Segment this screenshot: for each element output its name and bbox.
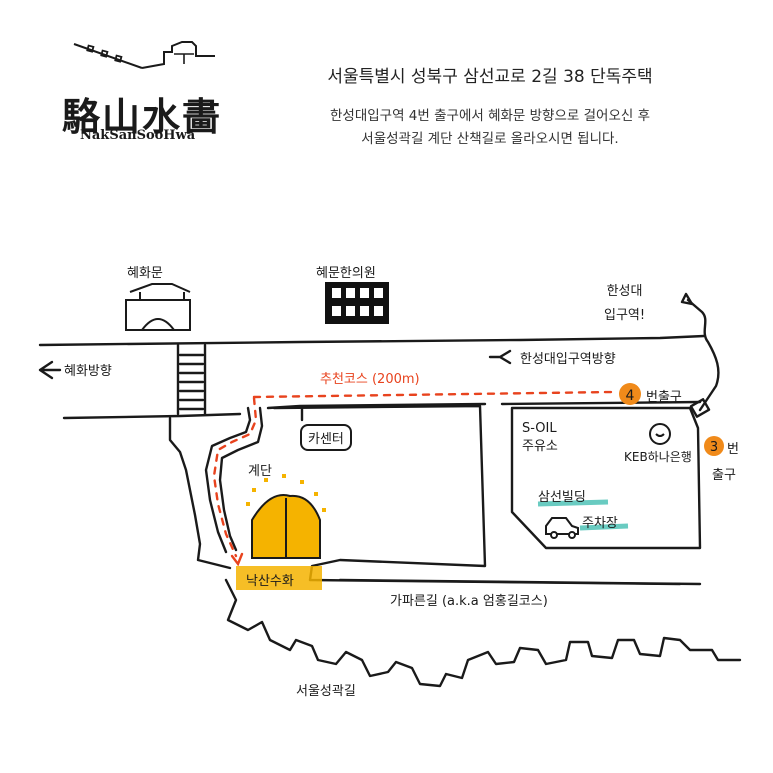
label-clinic: 혜문한의원 — [316, 266, 376, 281]
label-stairs: 계단 — [248, 464, 272, 479]
label-seongwak-road: 서울성곽길 — [296, 684, 356, 699]
label-samseon-building: 삼선빌딩 — [538, 490, 586, 505]
label-to-hansung: 한성대입구역방향 — [520, 352, 616, 367]
label-naksan-suhwa: 낙산수화 — [246, 574, 294, 589]
label-hyehwamun: 혜화문 — [127, 266, 163, 281]
label-recommended-course: 추천코스 (200m) — [320, 372, 420, 387]
label-gapareun-road: 가파른길 (a.k.a 엄홍길코스) — [390, 594, 548, 609]
directions-line-2: 서울성곽길 계단 산책길로 올라오시면 됩니다. — [361, 131, 619, 147]
logo-fortress-icon — [73, 41, 215, 69]
hyehwamun-gate-icon — [125, 283, 191, 331]
exit4-number: 4 — [626, 388, 635, 404]
seongwak-wall — [224, 578, 742, 688]
car-icon — [545, 517, 579, 539]
logo-roman: NakSanSooHwa — [80, 128, 196, 143]
exit3-badge — [704, 436, 724, 456]
label-soil: S-OIL 주유소 — [522, 421, 558, 454]
block-soil — [510, 406, 702, 550]
clinic-building-icon — [325, 282, 389, 324]
label-hansung-station: 한성대 입구역! — [604, 284, 646, 323]
label-exit3-a: 번 — [727, 442, 739, 457]
naksan-label-highlight — [236, 566, 322, 590]
route-stairs-dashed — [212, 396, 258, 558]
label-keb: KEB하나은행 — [624, 450, 692, 464]
label-parking: 주차장 — [582, 516, 618, 531]
label-exit4: 번출구 — [646, 390, 682, 405]
main-road-top-edge — [38, 334, 706, 347]
naksan-suhwa-building-icon — [246, 474, 326, 559]
exit3-number: 3 — [710, 440, 718, 455]
label-to-hyehwa: 혜화방향 — [64, 364, 112, 379]
label-exit3-b: 출구 — [712, 468, 736, 483]
exit4-badge — [619, 383, 641, 405]
label-car-center: 카센터 — [300, 424, 352, 451]
route-main-dashed — [252, 390, 614, 399]
directions-line-1: 한성대입구역 4번 출구에서 혜화문 방향으로 걸어오신 후 — [330, 108, 650, 124]
keb-bank-icon — [649, 423, 671, 445]
address-text: 서울특별시 성북구 삼선교로 2길 38 단독주택 — [327, 67, 653, 87]
logo-hanja: 駱山水畵 — [62, 94, 223, 139]
main-road-bottom-edge — [62, 400, 702, 420]
